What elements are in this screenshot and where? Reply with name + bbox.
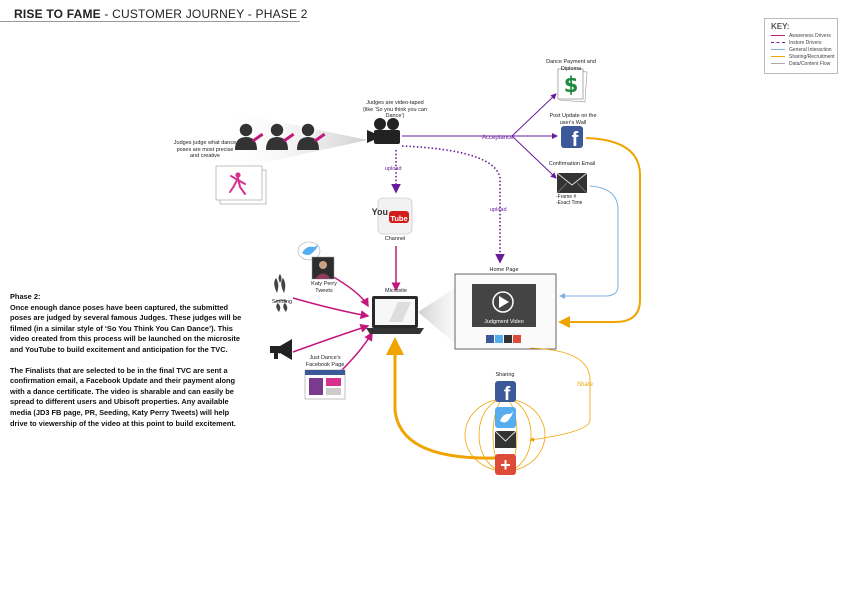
confirmation-email-label: Confirmation Email	[548, 161, 596, 167]
judges-label: Judges judge what dance poses are most p…	[173, 140, 237, 159]
sharing-to-microsite-arrow	[386, 337, 496, 460]
upload-label-2: upload	[490, 207, 507, 213]
dollar-certificate-icon	[557, 68, 588, 103]
confirmation-detail-label: -Frame # -Exact Time	[556, 194, 583, 206]
dollar-sign: $	[564, 73, 579, 97]
fbpage-to-microsite-arrow	[339, 331, 373, 373]
upload-home-line	[401, 145, 505, 264]
share-twitter-letter: t	[492, 422, 493, 425]
dancer-icon	[229, 172, 246, 195]
email-to-home-arrow	[559, 185, 619, 299]
page-title-rest: - CUSTOMER JOURNEY - PHASE 2	[100, 7, 308, 21]
home-share-icons	[486, 335, 521, 343]
judgment-video-label: Judgment Video	[484, 319, 524, 325]
judges-group	[235, 122, 326, 150]
share-facebook-icon	[495, 381, 516, 402]
judge-icon-2	[266, 122, 295, 150]
pr-to-microsite-arrow	[292, 324, 370, 353]
upload-label-1: upload	[385, 166, 402, 172]
post-update-label: Post Update on the user's Wall	[549, 113, 597, 126]
legend-item-dataflow: Data/Content Flow	[771, 61, 830, 67]
microsite-laptop-icon	[366, 296, 424, 334]
share-facebook-letter: f	[504, 384, 511, 405]
share-label: Share	[577, 382, 594, 388]
legend-item-general: General Interaction	[771, 47, 832, 53]
facebook-wall-icon	[561, 126, 583, 148]
microsite-label: Microsite	[384, 288, 407, 294]
pr-label: PR	[275, 350, 283, 356]
twitter-to-microsite-arrow	[329, 274, 369, 308]
katy-perry-label: Katy Perry Tweets	[311, 281, 337, 294]
videotaped-label: Judges are video-taped (like ‘So you thi…	[363, 100, 427, 119]
page-title: RISE TO FAME - CUSTOMER JOURNEY - PHASE …	[14, 7, 308, 21]
phase-paragraph-1: Once enough dance poses have been captur…	[10, 302, 242, 354]
page-title-bold: RISE TO FAME	[14, 7, 101, 21]
header-rule	[0, 21, 300, 22]
facebook-page-label: Just Dance's Facebook Page	[305, 355, 345, 368]
youtube-word-you: You	[372, 207, 388, 217]
dance-payment-label: Dance Payment and Diploma	[546, 59, 596, 72]
megaphone-icon	[270, 339, 292, 360]
phase-description: Phase 2: Once enough dance poses have be…	[10, 292, 248, 429]
home-page-label: Home Page	[489, 267, 519, 273]
to-payment-arrow	[511, 93, 557, 137]
legend-item-awareness: Awareness Drivers	[771, 33, 831, 39]
share-email-icon	[494, 430, 517, 448]
sharing-label: Sharing	[495, 372, 515, 378]
email-envelope-icon	[556, 172, 588, 194]
share-twitter-icon	[495, 407, 516, 428]
legend-key: KEY: Awareness Drivers Instore Drivers G…	[764, 18, 838, 74]
youtube-channel-label: Channel	[384, 236, 406, 242]
to-email-arrow	[511, 135, 557, 179]
home-to-sharing-arrow	[529, 347, 591, 442]
share-plus-sign: +	[500, 455, 511, 475]
seeding-label: Seeding	[271, 299, 293, 305]
seeding-icon	[274, 274, 288, 312]
judge-icon-3	[297, 122, 326, 150]
camera-beam	[220, 110, 368, 172]
katy-perry-photo	[311, 256, 335, 280]
video-camera-icon	[367, 118, 400, 144]
phase-paragraph-2: The Finalists that are selected to be in…	[10, 365, 236, 428]
facebook-page-thumbnail	[304, 369, 346, 400]
legend-title: KEY:	[771, 22, 790, 31]
legend-item-instore: Instore Drivers	[771, 40, 822, 46]
legend-item-sharing: Sharing/Recruitment	[771, 54, 835, 60]
acceptance-label: Acceptance	[482, 135, 514, 141]
facebook-wall-letter: f	[572, 129, 579, 151]
youtube-icon	[377, 197, 413, 235]
facebook-to-home-arrow	[558, 137, 641, 328]
twitter-bird-icon	[297, 241, 321, 261]
youtube-word-tube: Tube	[390, 214, 407, 223]
microsite-beam	[418, 286, 458, 346]
share-plus-icon	[495, 454, 516, 475]
phase-heading: Phase 2:	[10, 292, 41, 301]
dance-pose-photo	[215, 165, 267, 205]
judge-icon-1	[235, 122, 264, 150]
seeding-to-microsite-arrow	[292, 297, 370, 320]
